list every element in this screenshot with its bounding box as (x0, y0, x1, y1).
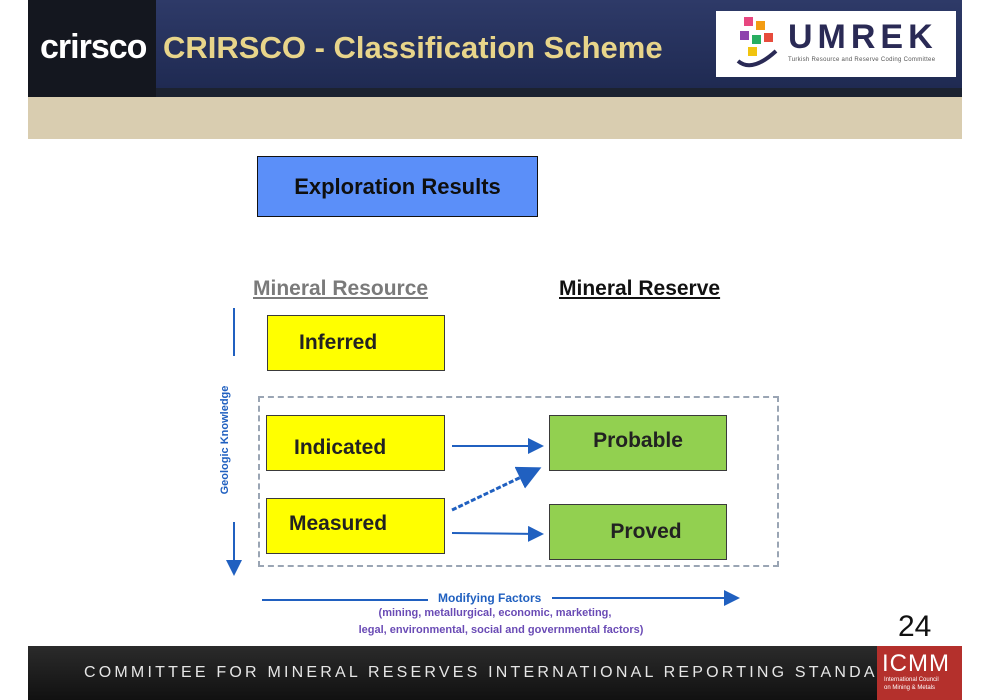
icmm-logo-text: ICMM (882, 650, 950, 677)
header-strip (28, 97, 962, 139)
umrek-logo (716, 11, 956, 77)
probable-box: Probable (549, 415, 727, 471)
crirsco-logo-text: crirsco (40, 28, 147, 66)
umrek-logo-text: UMREK (788, 18, 938, 56)
modifying-factors-label: Modifying Factors (438, 591, 542, 605)
slide-title: CRIRSCO - Classification Scheme (163, 30, 663, 65)
geologic-knowledge-text: Geologic Knowledge (219, 385, 231, 495)
icmm-logo (877, 646, 962, 700)
mineral-resource-header: Mineral Resource (253, 277, 429, 300)
inferred-box: Inferred (267, 315, 445, 371)
indicated-box: Indicated (266, 415, 445, 471)
icmm-logo-subtitle-2: on Mining & Metals (884, 685, 936, 691)
modifying-factors-region (258, 396, 779, 567)
measured-to-probable-arrow (451, 466, 542, 512)
mineral-reserve-header: Mineral Reserve (559, 277, 721, 300)
icmm-logo-subtitle-1: International Council (884, 677, 939, 683)
footer-text: COMMITTEE FOR MINERAL RESERVES INTERNATI… (84, 664, 922, 681)
exploration-results-box: Exploration Results (257, 156, 538, 217)
footer-bar (28, 646, 962, 700)
modifying-factors-detail-1: (mining, metallurgical, economic, market… (378, 607, 612, 619)
page-number: 24 (898, 610, 932, 643)
proved-box: Proved (549, 504, 727, 560)
modifying-factors-detail-2: legal, environmental, social and governm… (358, 624, 644, 636)
umrek-logo-subtitle: Turkish Resource and Reserve Coding Comm… (788, 57, 936, 63)
crirsco-logo (28, 0, 156, 97)
umrek-emblem-icon (736, 17, 778, 68)
measured-to-proved-arrow (451, 525, 544, 542)
measured-box: Measured (266, 498, 445, 554)
